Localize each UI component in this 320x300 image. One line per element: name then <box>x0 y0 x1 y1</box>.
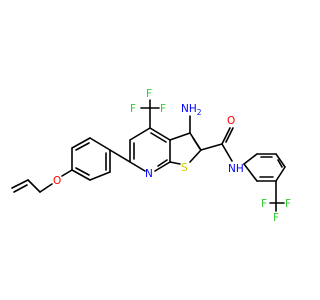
molecule-diagram: F F F NH2 O NH S N O F F F <box>11 88 291 224</box>
nitrogen-label: N <box>145 168 153 180</box>
fluorine-label: F <box>273 212 279 224</box>
structure-drawing: F F F NH2 O NH S N O F F F <box>11 88 291 224</box>
sulfur-label: S <box>181 162 188 174</box>
fluorine-label: F <box>285 198 291 210</box>
bond-group-cf3-top <box>140 99 160 129</box>
oxygen-label: O <box>53 175 61 187</box>
bond-group-left-phenyl <box>71 137 131 181</box>
amino-label-subscript: 2 <box>197 108 202 117</box>
amino-label-text: NH <box>181 103 197 115</box>
bond-group-thiophene <box>169 132 202 165</box>
fluorine-label: F <box>261 198 267 210</box>
bond-group-amide <box>200 127 234 162</box>
oxygen-label: O <box>227 115 235 127</box>
amino-label: NH2 <box>181 103 202 117</box>
bond-group-right-phenyl <box>243 153 286 182</box>
fluorine-label: F <box>160 103 166 115</box>
bond-group-pyridine <box>129 127 171 172</box>
amide-nh-label: NH <box>228 163 244 175</box>
fluorine-label: F <box>146 88 152 100</box>
fluorine-label: F <box>130 103 136 115</box>
bond-group-allyloxy <box>11 169 73 193</box>
bond-group-cf3-right <box>269 180 285 212</box>
